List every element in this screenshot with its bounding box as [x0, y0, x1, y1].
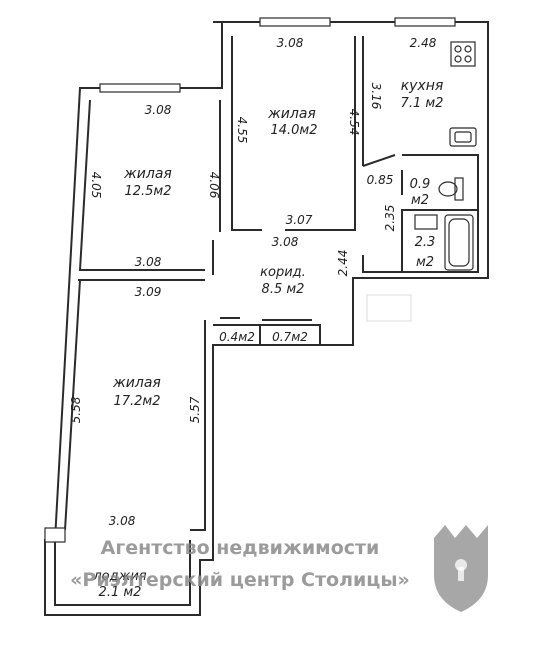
bathroom-walls	[401, 154, 479, 273]
watermark-line1: Агентство недвижимости	[101, 537, 380, 559]
wc-area-unit: м2	[411, 193, 429, 208]
top-room-walls	[231, 36, 356, 231]
loggia-walls	[44, 540, 191, 615]
closet1-area: 0.4м2	[219, 330, 255, 344]
redaction-box	[366, 294, 412, 322]
dim-top-room-bottom-outer: 3.08	[272, 235, 299, 249]
dim-left-room-top: 3.08	[145, 103, 172, 117]
dim-bottom-room-top: 3.09	[135, 285, 162, 299]
toilet-icon	[438, 177, 464, 201]
kitchen-name: кухня	[401, 78, 444, 94]
dim-left-room-left: 4.05	[89, 172, 103, 199]
dim-kitchen-top: 2.48	[410, 36, 437, 50]
bottom-room-area: 17.2м2	[113, 394, 160, 409]
dim-kitchen-right: 3.16	[369, 83, 383, 110]
kitchen-wall	[362, 36, 402, 273]
window-kitchen	[394, 17, 456, 27]
dim-wc-depth: 0.85	[367, 173, 394, 187]
dim-top-room-top: 3.08	[277, 36, 304, 50]
dim-top-room-right: 4.54	[347, 109, 361, 136]
top-room-area: 14.0м2	[270, 123, 317, 138]
dim-top-room-left: 4.55	[235, 117, 249, 144]
dim-bath-depth: 2.35	[383, 205, 397, 232]
top-room-name: жилая	[267, 106, 316, 122]
corridor-name: корид.	[260, 265, 306, 280]
closet2-area: 0.7м2	[272, 330, 308, 344]
dim-top-room-bottom-inner: 3.07	[286, 213, 313, 227]
closet-walls	[213, 317, 321, 345]
bathtub-icon	[414, 214, 474, 271]
bottom-room-name: жилая	[112, 375, 161, 391]
left-room-walls	[78, 99, 214, 275]
watermark-line2: «Риэлтерский центр Столицы»	[70, 569, 410, 591]
stove-icon	[450, 41, 476, 67]
loggia-area: 2.1 м2	[99, 585, 142, 600]
sink-icon	[449, 127, 477, 147]
dim-left-room-right: 4.06	[207, 172, 221, 199]
window-bottom-room	[44, 527, 66, 543]
left-room-area: 12.5м2	[124, 184, 171, 199]
dim-left-room-bottom: 3.08	[135, 255, 162, 269]
kitchen-area: 7.1 м2	[401, 96, 444, 111]
dim-corridor-right: 2.44	[336, 250, 350, 277]
dim-loggia-top: 3.08	[109, 514, 136, 528]
agency-logo-icon	[434, 525, 488, 612]
wc-area-value: 0.9	[410, 177, 431, 192]
corridor-area: 8.5 м2	[262, 282, 305, 297]
dim-bottom-room-left: 5.58	[69, 396, 83, 423]
window-top-room	[259, 17, 331, 27]
dim-bottom-room-right: 5.57	[188, 396, 202, 423]
bottom-room-walls	[64, 279, 206, 531]
loggia-name: лоджия	[92, 569, 146, 584]
bathroom-area-unit: м2	[416, 255, 434, 270]
bathroom-area-value: 2.3	[415, 235, 436, 250]
window-left-room	[99, 83, 181, 93]
left-room-name: жилая	[123, 166, 172, 182]
